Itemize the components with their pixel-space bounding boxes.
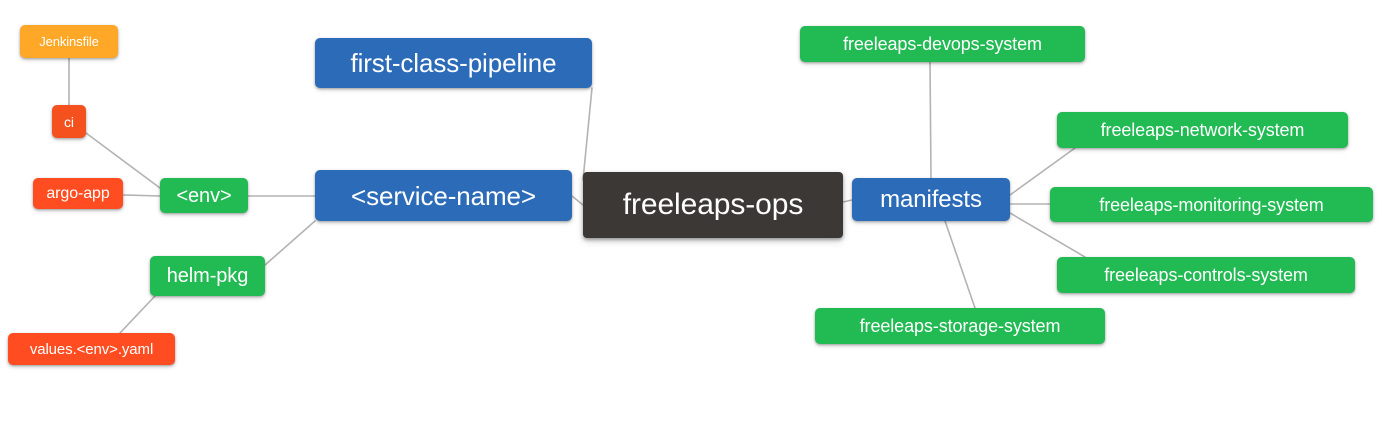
mindmap-node-label: helm-pkg xyxy=(166,265,249,287)
mindmap-node-service-name[interactable]: <service-name> xyxy=(315,170,572,221)
mindmap-node-helm-pkg[interactable]: helm-pkg xyxy=(150,256,265,296)
mindmap-node-label: first-class-pipeline xyxy=(350,48,557,78)
mindmap-node-controls-system[interactable]: freeleaps-controls-system xyxy=(1057,257,1355,293)
mindmap-node-label: freeleaps-storage-system xyxy=(859,316,1061,336)
mindmap-edge xyxy=(582,87,593,181)
mindmap-node-label: argo-app xyxy=(46,184,110,202)
mindmap-edge xyxy=(842,199,853,203)
mindmap-node-storage-system[interactable]: freeleaps-storage-system xyxy=(815,308,1105,344)
mindmap-node-manifests[interactable]: manifests xyxy=(852,178,1010,221)
mindmap-edge xyxy=(944,220,976,309)
mindmap-node-network-system[interactable]: freeleaps-network-system xyxy=(1057,112,1348,148)
mindmap-edge xyxy=(571,195,584,206)
mindmap-node-devops-system[interactable]: freeleaps-devops-system xyxy=(800,26,1085,62)
mindmap-edge xyxy=(264,220,316,266)
mindmap-node-first-class-pipeline[interactable]: first-class-pipeline xyxy=(315,38,592,88)
mindmap-edge xyxy=(929,61,932,179)
mindmap-node-values-yaml[interactable]: values.<env>.yaml xyxy=(8,333,175,365)
mindmap-node-label: freeleaps-monitoring-system xyxy=(1099,194,1324,215)
mindmap-node-label: values.<env>.yaml xyxy=(29,340,154,358)
mindmap-node-env[interactable]: <env> xyxy=(160,178,248,213)
mindmap-edge xyxy=(119,295,156,334)
mindmap-node-root[interactable]: freeleaps-ops xyxy=(583,172,843,238)
mindmap-node-label: manifests xyxy=(880,185,982,213)
mindmap-node-label: freeleaps-devops-system xyxy=(843,34,1042,54)
mindmap-node-label: freeleaps-network-system xyxy=(1100,120,1305,140)
mindmap-node-monitoring-system[interactable]: freeleaps-monitoring-system xyxy=(1050,187,1373,222)
mindmap-node-label: freeleaps-ops xyxy=(622,188,804,221)
mindmap-node-argo-app[interactable]: argo-app xyxy=(33,178,123,209)
mindmap-node-label: ci xyxy=(64,113,74,130)
mindmap-node-label: Jenkinsfile xyxy=(39,34,99,49)
mindmap-node-label: freeleaps-controls-system xyxy=(1104,265,1308,285)
mindmap-node-ci[interactable]: ci xyxy=(52,105,86,138)
mindmap-node-jenkinsfile[interactable]: Jenkinsfile xyxy=(20,25,118,58)
mindmap-edge xyxy=(122,194,161,197)
mindmap-node-label: <service-name> xyxy=(350,180,537,211)
mindmap-node-label: <env> xyxy=(176,184,232,207)
